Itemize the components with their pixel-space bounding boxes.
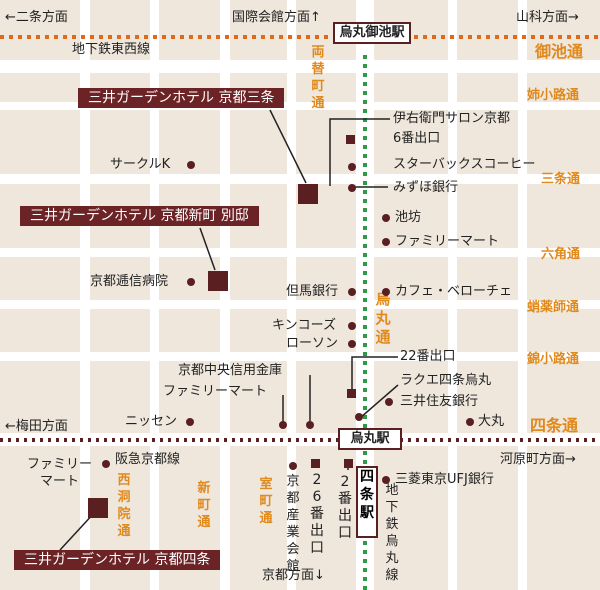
daimaru-marker [466,418,474,426]
teishin-marker [187,278,195,286]
street-ryogae: 両替町通 [311,45,325,111]
leader-iemon [329,118,390,186]
direction-kawaramachi: 河原町方面→ [500,452,576,467]
street-shinmachi: 新町通 [197,481,211,530]
exit22-marker [347,389,356,398]
street-shijo: 四条通 [530,416,579,435]
poi-sumitomo: 三井住友銀行 [400,394,479,409]
poi-laqua: ラクエ四条烏丸 [400,373,492,388]
street-rokkaku: 六角通 [541,247,581,262]
label-tozai-line: 地下鉄東西線 [72,42,151,57]
road-nishikikoji [0,352,600,361]
familymart2-marker [279,421,287,429]
poi-mizuho: みずほ銀行 [393,180,459,195]
poi-familymart1: ファミリーマート [395,234,500,249]
poi-exit26: 26番出口 [310,472,324,556]
label-karasuma-subway-line: 地下鉄烏丸線 [385,483,399,583]
road-kurumayacho [518,0,527,590]
poi-iemon: 伊右衛門サロン京都 [393,111,511,126]
chuo-marker [306,421,314,429]
leader-shinmachi-hotel [199,227,216,271]
poi-familymart2: ファミリーマート [163,384,268,399]
leader-laqua [359,384,399,419]
road-rokkaku [0,248,600,257]
street-anekoji: 姉小路通 [527,88,580,103]
station-shijo[interactable]: 四条駅 [356,466,378,538]
direction-kokusai: 国際会館方面↑ [232,10,321,25]
street-nishikikoji: 錦小路通 [527,352,580,367]
exit26-marker [311,459,320,468]
street-sanjo: 三条通 [541,172,581,187]
exit6-marker [346,135,355,144]
poi-lawson: ローソン [286,336,339,351]
laqua-marker [355,413,363,421]
street-muromachi: 室町通 [259,477,273,526]
sumitomo-marker [385,398,393,406]
direction-umeda: ←梅田方面 [5,419,68,434]
circlek-marker [187,161,195,169]
leader-sanjo-hotel [269,109,307,184]
road-muromachi [287,0,296,590]
nissen-marker [186,418,194,426]
hotel-label-shinmachi[interactable]: 三井ガーデンホテル 京都新町 別邸 [20,206,259,226]
street-takoyakushi: 蛸薬師通 [527,300,580,315]
poi-starbucks: スターバックスコーヒー [393,157,536,172]
lawson-marker [348,340,356,348]
familymart3-marker [102,460,110,468]
poi-sangyo: 京都産業会館 [286,474,300,574]
hotel-label-shijo[interactable]: 三井ガーデンホテル 京都四条 [14,550,221,570]
cafe-marker [382,288,390,296]
exit2-marker [344,459,353,468]
poi-tajima: 但馬銀行 [286,284,339,299]
mizuho-marker [348,184,356,192]
direction-yamashina: 山科方面→ [516,10,579,25]
hotel-label-sanjo[interactable]: 三井ガーデンホテル 京都三条 [78,88,285,108]
familymart1-marker [382,238,390,246]
sangyo-marker [289,462,297,470]
poi-exit22: 22番出口 [400,349,456,364]
poi-daimaru: 大丸 [478,414,505,429]
hotel-marker-shinmachi[interactable] [208,271,228,291]
road-sanjo [0,174,600,184]
ufj-marker [382,476,390,484]
station-karasuma[interactable]: 烏丸駅 [338,428,402,450]
poi-kinkos: キンコーズ [272,318,336,333]
direction-kyoto: 京都方面↓ [262,568,325,583]
leader-exit22 [351,356,398,392]
road-shinmachi [220,0,230,590]
leader-shijo-hotel [59,511,96,551]
hotel-marker-shijo[interactable] [88,498,108,518]
poi-familymart3a: ファミリー [27,457,93,472]
road-higashinotoin [448,0,457,590]
road-takoyakushi [0,300,600,309]
poi-exit6: 6番出口 [393,131,441,146]
hotel-marker-sanjo[interactable] [298,184,318,204]
road-aburanokoji [150,0,159,590]
poi-ikenobo: 池坊 [395,210,422,225]
poi-cafe: カフェ・ベローチェ [395,284,513,299]
poi-familymart3b: マート [40,474,80,489]
road-anekoji [0,102,600,110]
station-karasuma-oike[interactable]: 烏丸御池駅 [333,22,411,44]
road-nishinotoin [80,0,90,590]
tajima-marker [348,288,356,296]
street-karasuma: 烏丸通 [375,290,391,346]
poi-teishin: 京都逓信病院 [90,274,169,289]
ikenobo-marker [382,214,390,222]
starbucks-marker [348,163,356,171]
poi-nissen: ニッセン [125,414,178,429]
poi-chuo: 京都中央信用金庫 [178,363,283,378]
label-hankyu-line: 阪急京都線 [115,452,181,467]
street-oike: 御池通 [535,42,584,61]
kinkos-marker [348,322,356,330]
direction-nijo: ←二条方面 [5,10,68,25]
poi-exit2: 2番出口 [338,474,352,541]
poi-circlek: サークルK [110,157,171,172]
street-nishinotoin: 西洞院通 [117,473,131,539]
poi-ufj: 三菱東京UFJ銀行 [395,472,494,487]
